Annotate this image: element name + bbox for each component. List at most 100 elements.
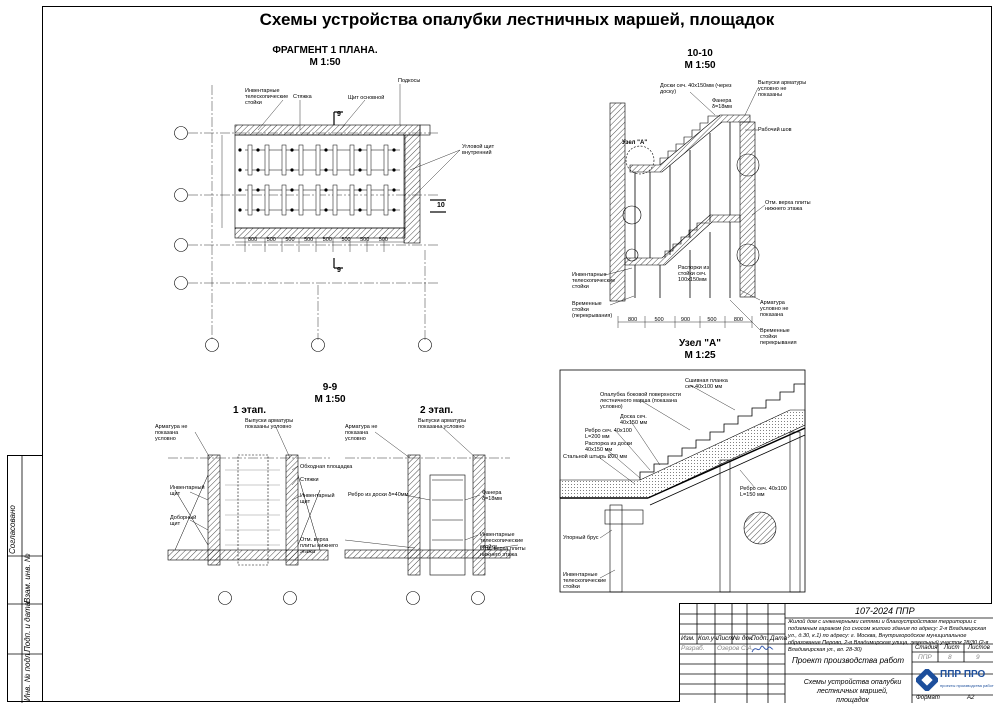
s10-label-plywood: Фанера δ=18мм <box>712 98 732 110</box>
dim-value: 500 <box>304 237 314 243</box>
sheet-value: 8 <box>948 654 952 661</box>
s9-label-inv-shield-r: Инвентарный щит <box>300 493 335 505</box>
signature-mark <box>751 645 774 653</box>
stage-header: Стадия <box>915 645 938 651</box>
stamp-person: Озеров С.А. <box>717 645 754 652</box>
project-name: Проект производства работ <box>792 656 905 665</box>
side-label-sign-date: Подп. и дата <box>23 601 32 652</box>
plan-label-podkosy: Подкосы <box>398 78 421 84</box>
side-approval-panel: Согласовано Взам. инв. № Подп. и дата Ин… <box>7 455 43 703</box>
s9-label-bypass: Обходная площадка <box>300 464 353 470</box>
s9-label-bottom-mark-2: Отм. верха плиты нижнего этажа <box>480 546 526 558</box>
fragment-title: ФРАГМЕНТ 1 ПЛАНА. М 1:50 <box>272 45 378 68</box>
s9-label-rebar-out-2: Выпуски арматуры показаны условно <box>418 418 467 430</box>
section-mark-10: 10 <box>437 202 445 209</box>
section-9-9 <box>167 424 519 605</box>
s9-label-rebar-cond: Арматура не показана условно <box>155 424 188 442</box>
section-9-title: 9-9 М 1:50 <box>314 382 346 405</box>
sheet-header: Лист <box>944 645 960 651</box>
dim-value: 500 <box>378 237 388 243</box>
dim-value: 500 <box>285 237 295 243</box>
stamp-col-date: Дата <box>770 635 788 642</box>
s9-label-plywood: Фанера δ=18мм <box>482 490 502 502</box>
plan-label-telescopic: Инвентарные телескопические стойки <box>245 88 289 106</box>
s9-label-bottom-mark-1: Отм. верха плиты нижнего этажа <box>300 537 339 555</box>
node-label-rib2: Ребро сеч. 40х100 L=150 мм <box>740 486 787 498</box>
stamp-col-count: Кол.уч. <box>698 635 720 642</box>
s10-label-struts: Распорки из стойки сеч. 100х150мм <box>678 265 709 283</box>
stamp-col-doc: № док. <box>733 635 754 642</box>
node-a-detail <box>559 369 806 593</box>
stamp-col-change: Изм. <box>681 635 695 642</box>
s9-label-inv-tele: Инвентарные телескопические стойки <box>480 532 524 550</box>
plan-label-stiazhka: Стяжка <box>293 94 312 100</box>
dim-value: 500 <box>654 317 664 323</box>
section-10-10 <box>604 87 766 331</box>
node-label-side-form: Опалубка боковой поверхности лестничного… <box>600 392 681 410</box>
s10-label-board: Доски сеч. 40х150мм (через доску) <box>660 83 732 95</box>
s10-label-tele: Инвентарные телескопические стойки <box>572 272 616 290</box>
node-label-strut: Распорка из доски 40х150 мм <box>585 441 633 453</box>
dim-value: 900 <box>680 317 691 323</box>
s10-label-bottom-mark: Отм. верха плиты нижнего этажа <box>765 200 811 212</box>
node-label-plank: Сшивная планка сеч.40х100 мм <box>685 378 728 390</box>
s10-label-node: Узел "А" <box>622 140 648 146</box>
s9-label-add-shield: Доборный щит <box>170 515 197 527</box>
s9-label-rib-board: Ребро из доски δ=40мм <box>348 492 409 498</box>
dim-value: 500 <box>360 237 370 243</box>
s10-dimension-row: 800 500 900 500 800 <box>628 317 743 323</box>
format-value: А2 <box>967 695 975 701</box>
format-label: Формат <box>916 695 940 701</box>
section-10-title: 10-10 М 1:50 <box>684 48 716 71</box>
side-label-replace-inv: Взам. инв. № <box>23 553 32 603</box>
dim-value: 500 <box>707 317 717 323</box>
sheet-name: Схемы устройства опалубки лестничных мар… <box>803 679 902 704</box>
sheets-header: Листов <box>968 645 990 651</box>
sheet-frame <box>42 6 992 702</box>
logo-subtitle: проекты производства работ <box>940 683 994 688</box>
dim-value: 800 <box>248 237 258 243</box>
plan-dimension-row: 800 500 500 500 500 500 500 500 <box>248 237 388 243</box>
node-label-steel: Стальной штырь Ø20 мм <box>563 454 628 460</box>
node-a-title: Узел "А" М 1:25 <box>679 338 721 361</box>
stamp-col-sign: Подп. <box>751 635 769 642</box>
stage-value: ППР <box>918 654 932 661</box>
sheet-title: Схемы устройства опалубки лестничных мар… <box>259 10 775 29</box>
document-code: 107-2024 ППР <box>855 606 915 616</box>
stamp-col-sheet: Лист <box>717 635 734 642</box>
s9-label-rebar-cond-2: Арматура не показана условно <box>345 424 378 442</box>
object-description: Жилой дом с инженерными сетями и благоус… <box>788 619 989 653</box>
dim-value: 800 <box>733 317 743 323</box>
stamp-role: Разраб. <box>681 645 705 652</box>
s10-label-temp2: Временные стойки перекрывания <box>760 328 797 346</box>
s9-label-inv-shield-l: Инвентарный щит <box>170 485 205 497</box>
logo-text: ППР ПРО <box>940 669 986 680</box>
node-label-board: Доска сеч. 40х150 мм <box>620 414 648 426</box>
dim-value: 500 <box>341 237 351 243</box>
side-label-inv-no: Инв. № подл. <box>23 651 32 701</box>
side-label-approved: Согласовано <box>8 505 17 554</box>
s10-label-rebar2: Арматура условно не показана <box>760 300 789 318</box>
node-label-rib: Ребро сеч. 40х100 L=200 мм <box>585 428 632 440</box>
s9-label-rebar-out: Выпуски арматуры показаны условно <box>245 418 294 430</box>
plan-fragment <box>174 84 461 352</box>
node-label-tele: Инвентарные телескопические стойки <box>563 572 607 590</box>
stage-1-title: 1 этап. <box>233 405 267 416</box>
plan-label-shield-main: Щит основной <box>348 95 385 101</box>
dim-value: 800 <box>628 317 638 323</box>
sheets-value: 9 <box>976 654 980 661</box>
title-block: 107-2024 ППР Жилой дом с инженерными сет… <box>679 603 994 704</box>
section-mark-9-top: 9 <box>337 111 341 118</box>
dim-value: 500 <box>266 237 276 243</box>
section-mark-9-bottom: 9 <box>337 267 341 274</box>
plan-label-corner-shield: Угловой щит внутренний <box>462 144 495 156</box>
s10-label-working-seam: Рабочий шов <box>758 127 792 133</box>
s10-label-temp1: Временные стойки (перекрывания) <box>572 301 613 319</box>
company-logo: ППР ПРО проекты производства работ <box>916 666 994 694</box>
dim-value: 500 <box>322 237 332 243</box>
s9-label-ties: Стяжки <box>300 477 319 483</box>
stage-2-title: 2 этап. <box>420 405 454 416</box>
node-label-stop: Упорный брус <box>563 535 599 541</box>
